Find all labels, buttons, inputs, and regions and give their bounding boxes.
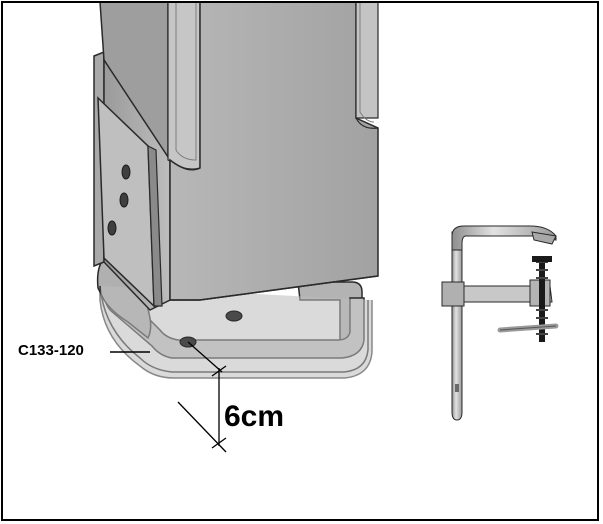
dimension-lines — [177, 341, 227, 453]
f-clamp — [441, 225, 559, 421]
part-number-label: C133-120 — [18, 342, 84, 359]
side-plate — [97, 96, 163, 308]
dimension-label: 6cm — [224, 400, 285, 433]
